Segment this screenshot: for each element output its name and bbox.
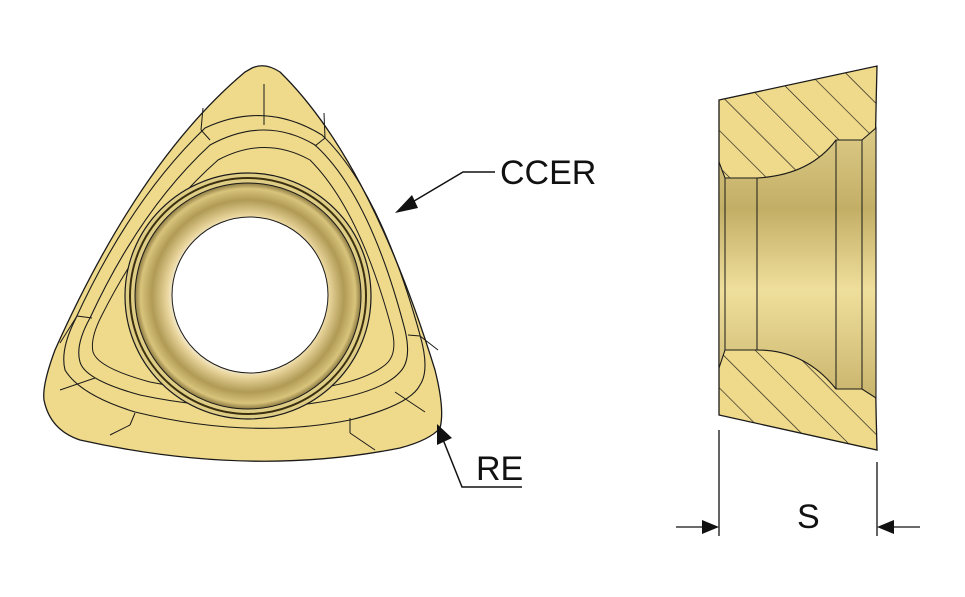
insert-hole-step	[129, 177, 367, 415]
arrow-icon	[395, 195, 418, 213]
arrow-icon	[437, 424, 452, 445]
section-bore	[718, 126, 877, 400]
insert-hole	[171, 216, 329, 374]
ccer-label: CCER	[500, 154, 596, 192]
insert-front-view	[43, 65, 443, 462]
arrow-right-icon	[702, 520, 719, 534]
re-callout: RE	[437, 424, 523, 488]
thickness-label: S	[797, 498, 820, 536]
thickness-dimension	[676, 430, 920, 536]
insert-section-view	[718, 65, 878, 451]
arrow-left-icon	[877, 520, 894, 534]
bore-edges	[724, 140, 863, 389]
ccer-callout: CCER	[395, 154, 596, 213]
re-label: RE	[476, 450, 523, 488]
facet-lines	[59, 84, 439, 451]
